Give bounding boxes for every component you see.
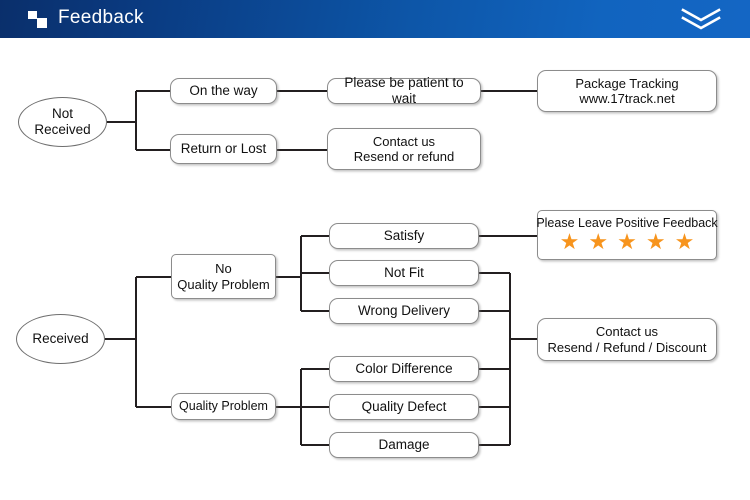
star-icon[interactable]: ★: [674, 229, 695, 255]
node-not-received[interactable]: Not Received: [18, 97, 107, 147]
star-rating[interactable]: ★ ★ ★ ★ ★: [560, 231, 695, 253]
node-contact-resend-refund[interactable]: Contact us Resend or refund: [327, 128, 481, 170]
node-damage[interactable]: Damage: [329, 432, 479, 458]
node-positive-feedback[interactable]: Please Leave Positive Feedback ★ ★ ★ ★ ★: [536, 210, 718, 260]
star-icon[interactable]: ★: [559, 229, 580, 255]
two-squares-logo-icon: [28, 11, 48, 29]
star-icon[interactable]: ★: [645, 229, 666, 255]
chevron-svg: [681, 8, 721, 30]
node-be-patient[interactable]: Please be patient to wait: [327, 75, 481, 106]
node-on-the-way[interactable]: On the way: [170, 78, 277, 104]
node-color-difference[interactable]: Color Difference: [329, 356, 479, 382]
node-not-fit[interactable]: Not Fit: [329, 260, 479, 286]
node-contact-resend-refund-discount[interactable]: Contact us Resend / Refund / Discount: [537, 318, 717, 361]
positive-feedback-caption: Please Leave Positive Feedback: [536, 215, 718, 230]
node-wrong-delivery[interactable]: Wrong Delivery: [329, 298, 479, 324]
flowchart-canvas: Not Received On the way Return or Lost P…: [0, 38, 750, 500]
logo-square-bottom: [37, 18, 47, 28]
node-quality-problem[interactable]: Quality Problem: [171, 393, 276, 420]
node-package-tracking[interactable]: Package Tracking www.17track.net: [537, 70, 717, 112]
double-chevron-down-icon[interactable]: [678, 6, 724, 32]
star-icon[interactable]: ★: [617, 229, 637, 255]
node-satisfy[interactable]: Satisfy: [329, 223, 479, 249]
node-received[interactable]: Received: [16, 314, 105, 364]
connector-lines: [105, 90, 537, 446]
node-quality-defect[interactable]: Quality Defect: [329, 394, 479, 420]
app-header: Feedback: [0, 0, 750, 38]
star-icon[interactable]: ★: [588, 229, 609, 255]
node-no-quality-problem[interactable]: No Quality Problem: [171, 254, 276, 299]
logo-square-top: [28, 11, 37, 19]
node-return-or-lost[interactable]: Return or Lost: [170, 134, 277, 164]
page-title: Feedback: [58, 7, 144, 28]
